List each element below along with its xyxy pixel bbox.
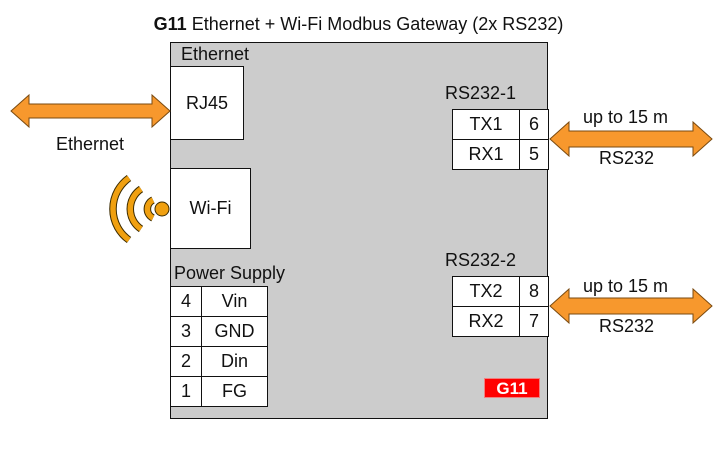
rj45-port: RJ45 (170, 66, 244, 140)
pin-number: 1 (170, 376, 202, 407)
rs232-1-label: RS232-1 (445, 83, 517, 103)
wifi-signal-dot (154, 201, 170, 217)
title-text: Ethernet + Wi-Fi Modbus Gateway (2x RS23… (191, 14, 564, 34)
rs232-2-arrow (549, 287, 713, 325)
wifi-label: Wi-Fi (189, 198, 232, 218)
diagram-title: G11 Ethernet + Wi-Fi Modbus Gateway (2x … (0, 14, 717, 35)
pin-number: 7 (519, 306, 549, 337)
rs232-1-arrow (549, 120, 713, 158)
ethernet-section-label: Ethernet (181, 44, 250, 64)
signal-name: RX2 (452, 306, 520, 337)
rs232-1-link-label: RS232 (599, 148, 655, 168)
wifi-module: Wi-Fi (170, 168, 251, 249)
power-supply-label: Power Supply (174, 263, 286, 283)
signal-name: TX1 (452, 109, 520, 140)
pin-number: 6 (519, 109, 549, 140)
signal-name: RX1 (452, 139, 520, 170)
signal-name: TX2 (452, 276, 520, 307)
pin-number: 5 (519, 139, 549, 170)
rs232-2-label: RS232-2 (445, 250, 517, 270)
pin-name: Vin (201, 286, 268, 317)
ethernet-arrow (10, 93, 171, 129)
model-badge: G11 (484, 378, 540, 398)
rs232-2-distance-label: up to 15 m (583, 276, 669, 296)
pin-number: 8 (519, 276, 549, 307)
ethernet-link-label: Ethernet (56, 134, 125, 154)
rs232-1-distance-label: up to 15 m (583, 107, 669, 127)
pin-name: GND (201, 316, 268, 347)
title-model: G11 (153, 14, 187, 34)
pin-name: FG (201, 376, 268, 407)
rs232-2-link-label: RS232 (599, 316, 655, 336)
rj45-label: RJ45 (185, 92, 229, 113)
pin-name: Din (201, 346, 268, 377)
pin-number: 3 (170, 316, 202, 347)
